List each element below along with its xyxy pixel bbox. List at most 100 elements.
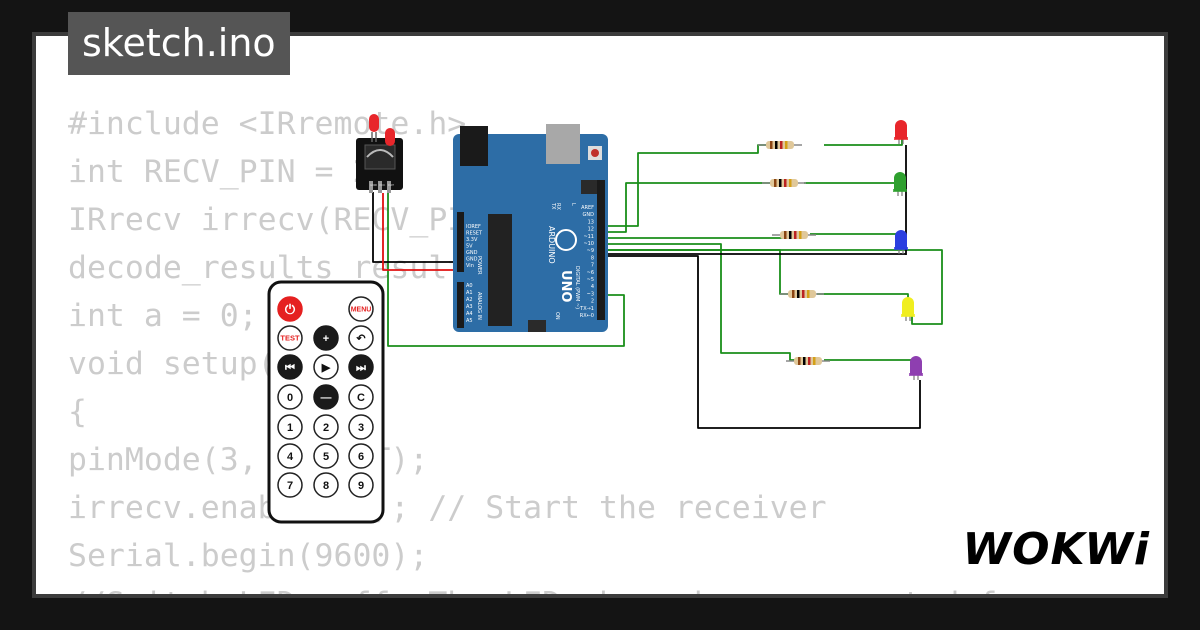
ir-led-2 — [385, 128, 395, 146]
remote-button-label: 7 — [287, 480, 293, 492]
ir-pin-label: GND — [370, 183, 378, 187]
wire[interactable] — [601, 233, 801, 239]
ir-remote[interactable]: ⏻ MENU TEST + ↶ ⏮ ▶ ⏭ 0 — C 1 2 3 4 5 6 7 8 9 — [267, 280, 385, 524]
led-red[interactable] — [894, 120, 908, 144]
analog-pin-label: A3 — [466, 304, 473, 310]
wire[interactable] — [601, 182, 770, 233]
sketch-title: sketch.ino — [68, 12, 290, 75]
wire[interactable] — [382, 193, 460, 271]
remote-plus-button[interactable]: + — [313, 325, 339, 351]
remote-button-label: 3 — [358, 422, 364, 434]
remote-button-6[interactable]: 6 — [348, 443, 374, 469]
wire[interactable] — [387, 190, 625, 347]
led-blue[interactable] — [894, 230, 908, 254]
remote-button-test[interactable]: TEST — [277, 325, 303, 351]
analog-pin-label: A5 — [466, 318, 473, 324]
wire[interactable] — [817, 293, 909, 306]
tx-label: TX — [550, 202, 556, 210]
remote-button-label: 6 — [358, 451, 364, 463]
wire[interactable] — [601, 243, 796, 361]
on-label: ON — [554, 312, 560, 320]
digital-pin-label: GND — [583, 212, 595, 218]
digital-pin-label: 7 — [591, 263, 594, 269]
remote-button-label: TEST — [280, 334, 300, 343]
digital-pin-label: ~3 — [587, 291, 594, 297]
back-icon: ↶ — [355, 333, 366, 345]
leds — [893, 120, 923, 380]
digital-pin-label: ~9 — [587, 248, 594, 254]
resistor[interactable] — [762, 179, 806, 187]
power-icon: ⏻ — [285, 302, 296, 317]
remote-button-label: 9 — [358, 480, 364, 492]
wire[interactable] — [824, 136, 903, 146]
resistor[interactable] — [786, 357, 830, 365]
code-line: //Switch LEDs off. The LEDs have been co… — [68, 580, 1164, 594]
ir-led-1 — [369, 114, 379, 142]
digital-pin-label: RX←0 — [580, 313, 594, 319]
remote-button-2[interactable]: 2 — [313, 414, 339, 440]
power-pin-label: GND — [466, 257, 478, 263]
digital-pin-label: 12 — [588, 227, 594, 233]
code-line: int a = 0; — [68, 298, 258, 334]
remote-button-label: MENU — [351, 307, 372, 314]
arduino-brand: ARDUINO — [547, 226, 556, 264]
remote-play-button[interactable]: ▶ — [313, 354, 339, 380]
ir-pin-label: VCC — [379, 183, 385, 187]
digital-pin-label: AREF — [581, 205, 594, 211]
code-line: { — [68, 394, 87, 430]
digital-pin-label: ~6 — [587, 270, 594, 276]
led-yellow[interactable] — [901, 297, 915, 321]
l-label: L — [570, 203, 576, 206]
analog-pin-label: A1 — [466, 290, 473, 296]
remote-power-button[interactable]: ⏻ — [277, 296, 303, 322]
remote-button-0[interactable]: 0 — [277, 384, 303, 410]
minus-icon: — — [321, 392, 332, 404]
remote-button-4[interactable]: 4 — [277, 443, 303, 469]
led-purple[interactable] — [909, 356, 923, 380]
remote-button-5[interactable]: 5 — [313, 443, 339, 469]
digital-pin-label: ~10 — [583, 241, 594, 247]
remote-button-label: 5 — [323, 451, 329, 463]
analog-header-label: ANALOG IN — [476, 292, 482, 320]
wokwi-logo: WOKWi — [962, 524, 1150, 575]
power-pin-label: 3.3V — [466, 237, 478, 243]
next-icon: ⏭ — [356, 362, 366, 374]
power-pin-label: RESET — [466, 231, 483, 237]
power-header-label: POWER — [476, 256, 482, 275]
digital-pin-label: 4 — [591, 284, 594, 290]
remote-button-7[interactable]: 7 — [277, 472, 303, 498]
power-pin-label: GND — [466, 250, 478, 256]
remote-back-button[interactable]: ↶ — [348, 325, 374, 351]
led-green[interactable] — [893, 172, 907, 196]
wire[interactable] — [372, 192, 455, 263]
remote-button-menu[interactable]: MENU — [348, 296, 374, 322]
resistors — [758, 141, 830, 365]
analog-pin-label: A2 — [466, 297, 473, 303]
wire[interactable] — [601, 255, 921, 429]
remote-button-1[interactable]: 1 — [277, 414, 303, 440]
wire[interactable] — [824, 359, 913, 368]
power-pin-label: Vin — [466, 263, 474, 269]
remote-button-label: 4 — [287, 451, 294, 463]
remote-button-label: 8 — [323, 480, 329, 492]
remote-button-8[interactable]: 8 — [313, 472, 339, 498]
code-line: decode_results results; — [68, 250, 505, 286]
resistor[interactable] — [780, 290, 824, 298]
wire[interactable] — [810, 233, 901, 242]
remote-button-c[interactable]: C — [348, 384, 374, 410]
remote-button-9[interactable]: 9 — [348, 472, 374, 498]
rx-label: RX — [555, 203, 561, 210]
remote-prev-button[interactable]: ⏮ — [277, 354, 303, 380]
remote-minus-button[interactable]: — — [313, 384, 339, 410]
remote-button-label: 2 — [323, 422, 329, 434]
resistor[interactable] — [758, 141, 802, 149]
remote-button-3[interactable]: 3 — [348, 414, 374, 440]
resistor[interactable] — [772, 231, 816, 239]
digital-pin-label: 2 — [591, 299, 594, 305]
remote-next-button[interactable]: ⏭ — [348, 354, 374, 380]
arduino-model: UNO — [558, 270, 573, 303]
